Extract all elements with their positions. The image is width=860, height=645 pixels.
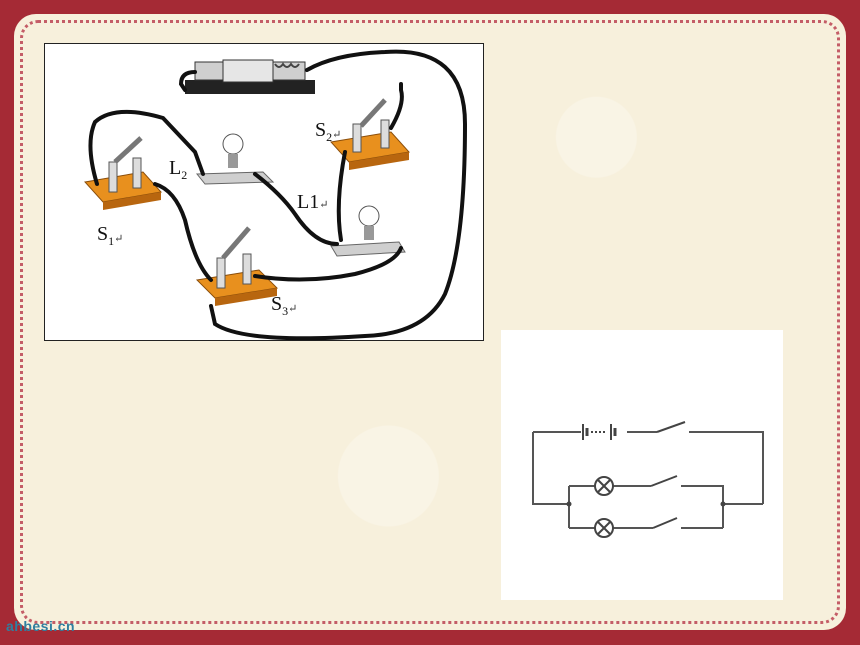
lamp-l1 (330, 205, 406, 257)
junction-left (566, 501, 572, 507)
schematic-wires (532, 431, 764, 529)
label-s2: S2↵ (315, 119, 341, 144)
switch-s2 (330, 98, 410, 170)
schematic-battery (582, 424, 617, 440)
battery (185, 59, 315, 94)
schematic-switches (650, 421, 686, 529)
circuit-schematic (501, 330, 783, 600)
label-l2: L2 (169, 157, 187, 182)
lamp-l2 (195, 133, 275, 185)
circuit-photo: S1↵ S2↵ S3↵ L2 L1↵ (44, 43, 484, 341)
wires (88, 49, 468, 341)
switch-s1 (84, 136, 162, 210)
label-s1: S1↵ (97, 223, 123, 248)
schematic-drawing (532, 421, 764, 538)
junction-right (720, 501, 726, 507)
watermark-logo: ahbesi.cn (6, 618, 76, 634)
schematic-lamps (594, 476, 614, 538)
label-l1: L1↵ (297, 191, 328, 213)
label-s3: S3↵ (271, 293, 297, 318)
switch-s3 (195, 226, 279, 306)
circuit-photo-drawing: S1↵ S2↵ S3↵ L2 L1↵ (84, 49, 468, 341)
